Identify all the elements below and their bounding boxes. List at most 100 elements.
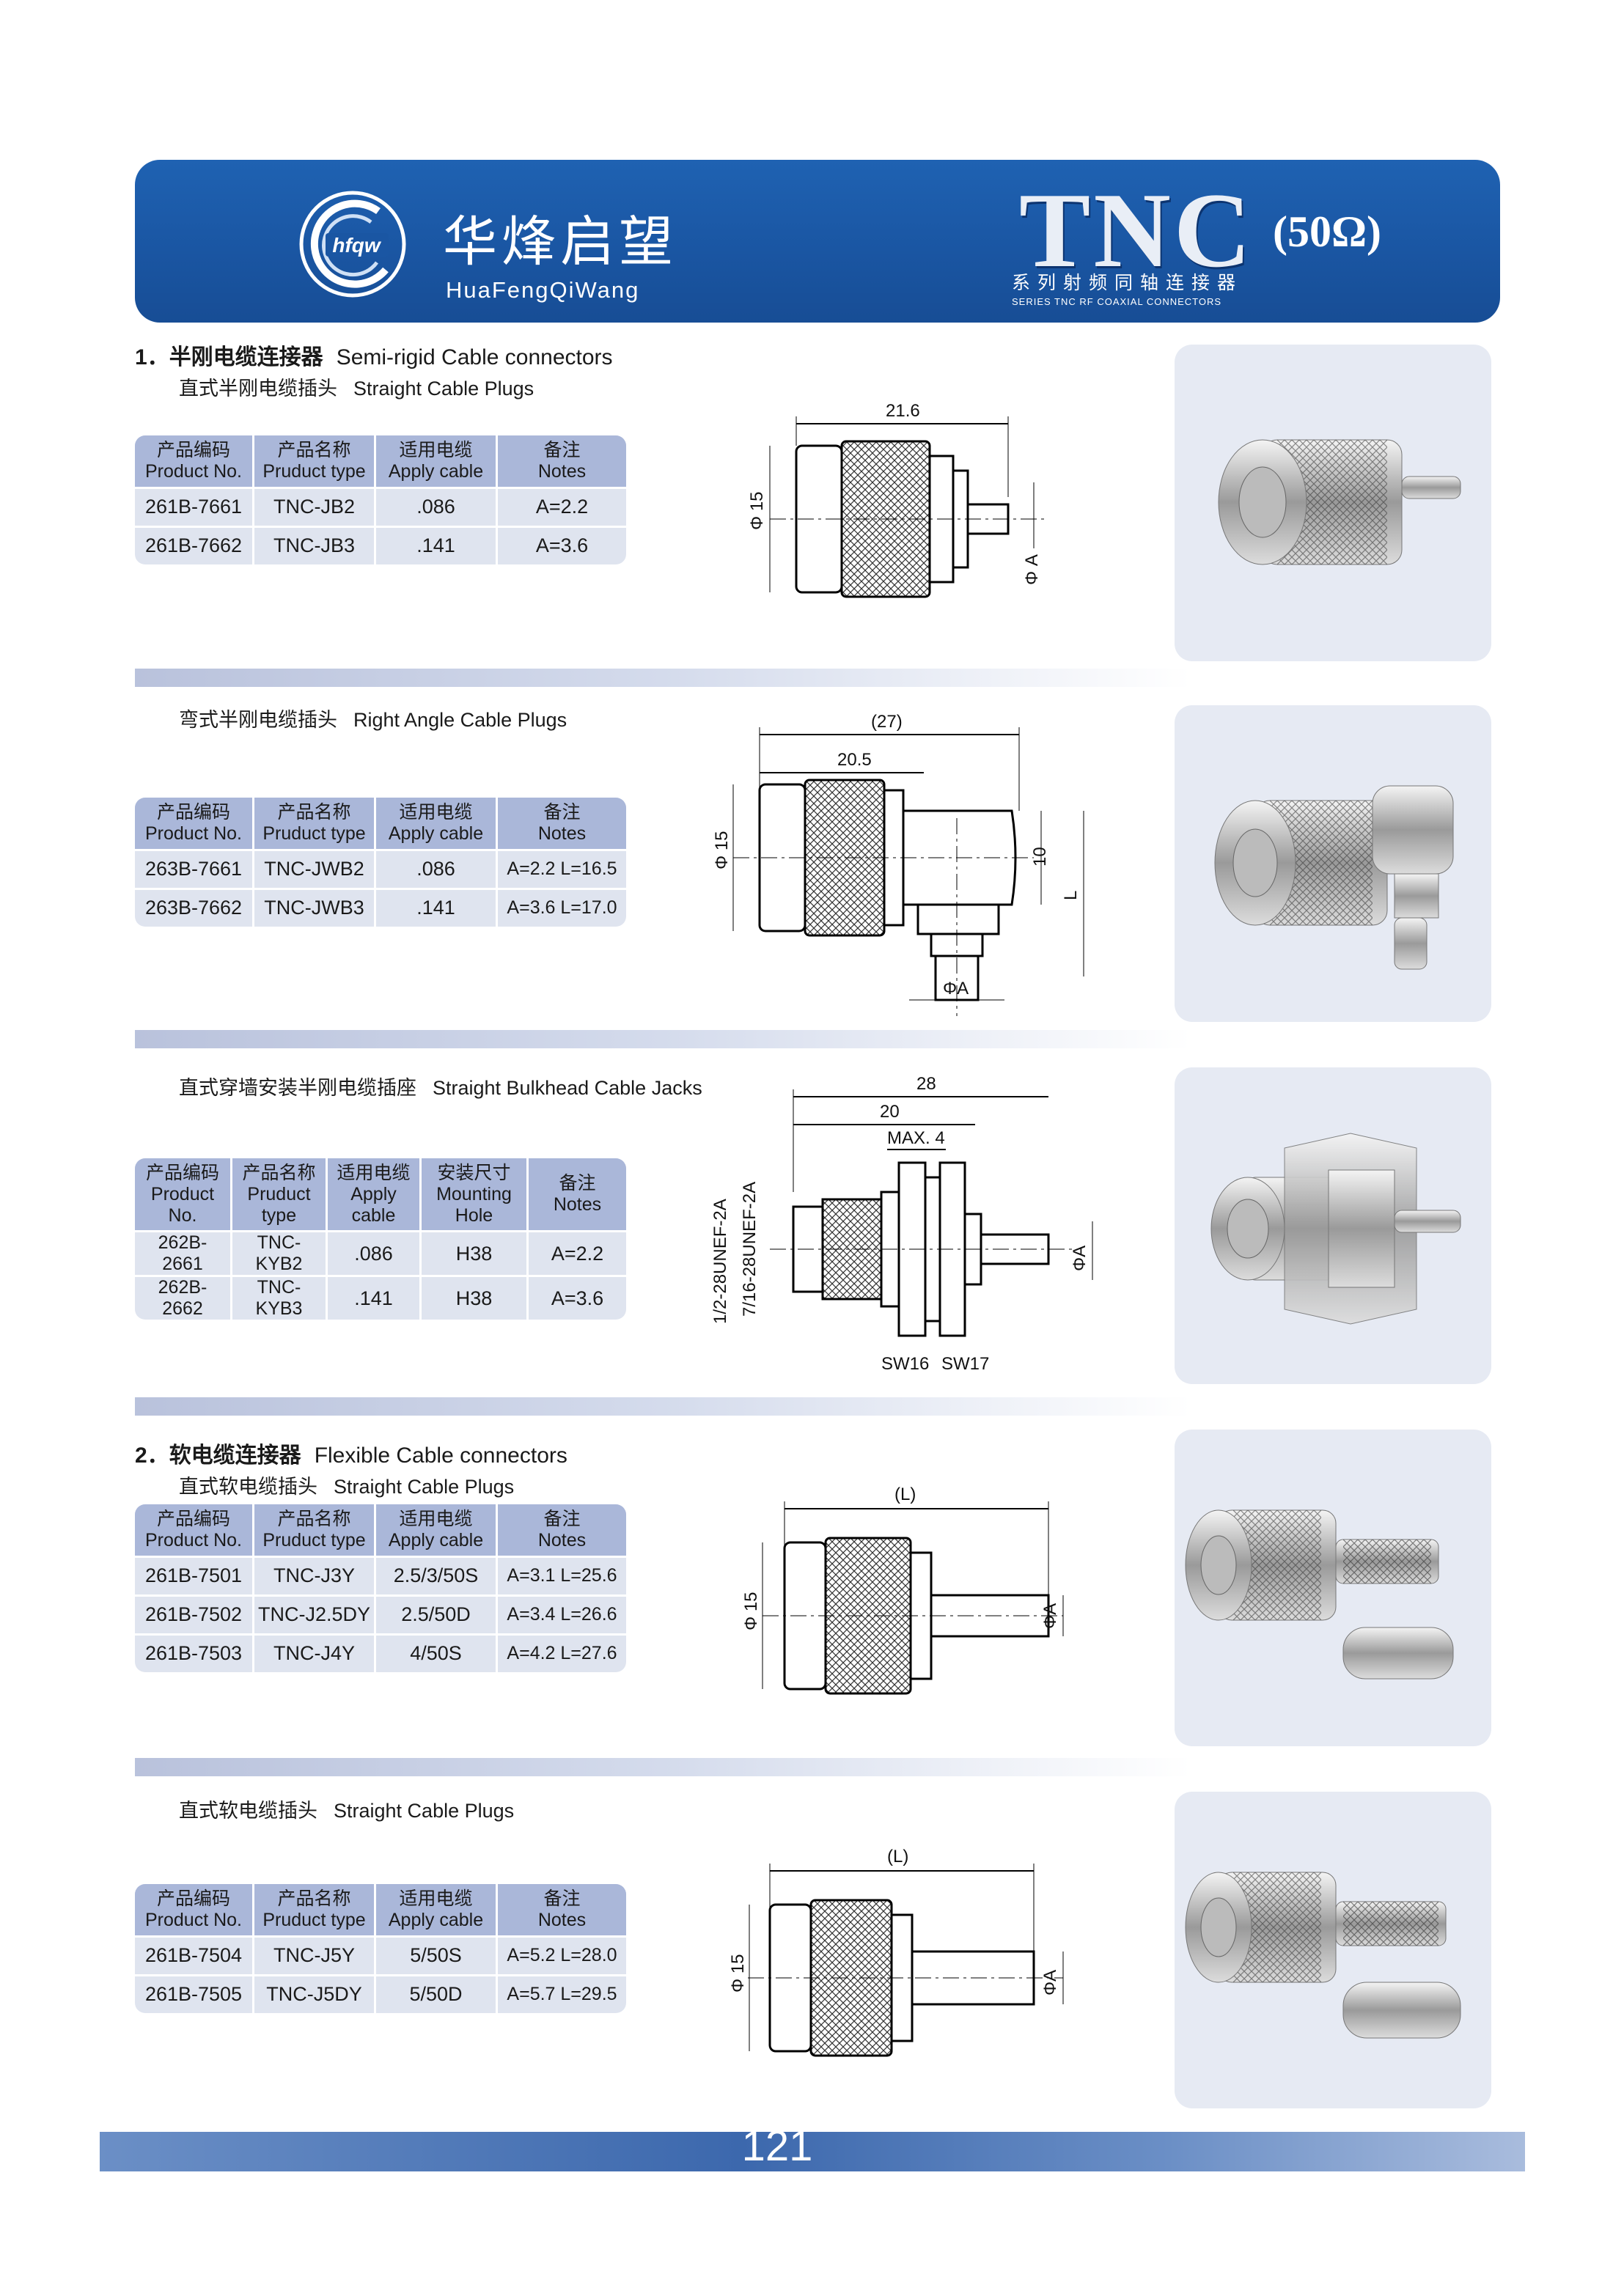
cell-product-type: TNC-JB3	[252, 525, 374, 564]
cell-product-no: 263B-7661	[135, 848, 252, 888]
cell-product-no: 261B-7661	[135, 486, 252, 526]
impedance-label: (50Ω)	[1273, 207, 1382, 256]
separator-bar	[135, 1758, 1191, 1776]
table-row: 262B-2662 TNC-KYB3 .141 H38 A=3.6	[135, 1275, 626, 1320]
cell-product-type: TNC-JWB2	[252, 848, 374, 888]
svg-text:(27): (27)	[871, 712, 903, 732]
hfqw-logo-icon: hfqw	[299, 191, 406, 298]
svg-text:20.5: 20.5	[837, 750, 872, 770]
cell-product-no: 261B-7504	[135, 1935, 252, 1974]
cell-notes: A=3.6	[526, 1275, 626, 1320]
cell-product-no: 262B-2662	[135, 1275, 230, 1320]
svg-text:ΦA: ΦA	[1040, 1970, 1060, 1995]
cell-notes: A=4.2 L=27.6	[496, 1633, 626, 1672]
cell-product-no: 261B-7501	[135, 1555, 252, 1594]
cell-apply-cable: .141	[326, 1275, 419, 1320]
svg-text:(L): (L)	[894, 1485, 916, 1504]
svg-text:Φ 15: Φ 15	[747, 491, 767, 530]
cell-product-type: TNC-J4Y	[252, 1633, 374, 1672]
cell-notes: A=5.2 L=28.0	[496, 1935, 626, 1974]
cell-notes: A=5.7 L=29.5	[496, 1973, 626, 2013]
cell-apply-cable: .086	[374, 848, 496, 888]
footer-bar	[100, 2132, 1525, 2171]
group-title-cn: 直式半刚电缆插头	[179, 378, 337, 400]
connector-photo-icon	[1218, 439, 1461, 565]
svg-text:10: 10	[1030, 847, 1050, 867]
cell-product-no: 261B-7502	[135, 1594, 252, 1633]
table-row: 261B-7501 TNC-J3Y 2.5/3/50S A=3.1 L=25.6	[135, 1555, 626, 1594]
table-row: 262B-2661 TNC-KYB2 .086 H38 A=2.2	[135, 1230, 626, 1276]
table-row: 263B-7661 TNC-JWB2 .086 A=2.2 L=16.5	[135, 848, 626, 888]
group-title-en: Straight Bulkhead Cable Jacks	[433, 1077, 702, 1099]
svg-text:ΦA: ΦA	[1070, 1246, 1090, 1271]
cell-notes: A=3.4 L=26.6	[496, 1594, 626, 1633]
drawing-bulkhead-jack: 28 20 MAX. 4 1/2-28UNEF-2A 7/16-28UNEF-2…	[710, 1074, 1093, 1374]
cell-apply-cable: .141	[374, 887, 496, 927]
svg-text:MAX. 4: MAX. 4	[887, 1128, 945, 1148]
table-row: 261B-7503 TNC-J4Y 4/50S A=4.2 L=27.6	[135, 1633, 626, 1672]
cell-apply-cable: 5/50D	[374, 1973, 496, 2013]
svg-text:7/16-28UNEF-2A: 7/16-28UNEF-2A	[740, 1182, 760, 1317]
cell-apply-cable: 5/50S	[374, 1935, 496, 1974]
cell-product-no: 261B-7503	[135, 1633, 252, 1672]
group-title-en: Right Angle Cable Plugs	[353, 709, 567, 731]
cell-notes: A=3.6 L=17.0	[496, 887, 626, 927]
cell-product-no: 261B-7505	[135, 1973, 252, 2013]
separator-bar	[135, 669, 1191, 687]
brand-name-en: HuaFengQiWang	[446, 277, 640, 303]
cell-product-type: TNC-JB2	[252, 486, 374, 526]
svg-text:Φ 15: Φ 15	[712, 831, 732, 869]
photo-straight-plug-flexible-1	[1175, 1430, 1491, 1746]
group-title-cn: 弯式半刚电缆插头	[179, 709, 337, 731]
connector-photo-icon	[1210, 1133, 1461, 1325]
connector-photo-icon	[1185, 1872, 1461, 2039]
cell-mounting-hole: H38	[419, 1275, 526, 1320]
group-title-en: Straight Cable Plugs	[353, 378, 534, 400]
svg-text:(L): (L)	[887, 1847, 908, 1866]
cell-notes: A=2.2	[526, 1230, 626, 1276]
svg-text:Φ 15: Φ 15	[728, 1954, 748, 1993]
svg-text:hfqw: hfqw	[332, 234, 382, 257]
connector-photo-icon	[1185, 1509, 1454, 1680]
brand-name-cn: 华烽启望	[443, 210, 677, 273]
cell-notes: A=2.2 L=16.5	[496, 848, 626, 888]
section-number: 2．	[135, 1443, 169, 1468]
photo-right-angle-plug	[1175, 705, 1491, 1022]
series-subtitle-cn: 系列射频同轴连接器	[1012, 273, 1243, 293]
svg-text:Φ A: Φ A	[1022, 554, 1042, 585]
series-title: TNC	[1019, 171, 1254, 290]
svg-text:21.6: 21.6	[886, 401, 920, 421]
table-row: 261B-7504 TNC-J5Y 5/50S A=5.2 L=28.0	[135, 1935, 626, 1974]
drawing-right-angle-plug: (27) 20.5 Φ 15 10 L ΦA	[712, 712, 1084, 1016]
drawing-straight-plug-flexible-2: (L) Φ 15 ΦA	[728, 1847, 1064, 2057]
cell-mounting-hole: H38	[419, 1230, 526, 1276]
cell-apply-cable: 4/50S	[374, 1633, 496, 1672]
cell-apply-cable: .086	[374, 486, 496, 526]
svg-text:SW16: SW16	[881, 1354, 929, 1374]
svg-text:28: 28	[916, 1074, 936, 1094]
page-number: 121	[741, 2122, 813, 2170]
separator-bar	[135, 1030, 1191, 1048]
cell-apply-cable: .141	[374, 525, 496, 564]
photo-straight-plug-semirigid	[1175, 345, 1491, 661]
series-subtitle-en: SERIES TNC RF COAXIAL CONNECTORS	[1012, 296, 1222, 307]
